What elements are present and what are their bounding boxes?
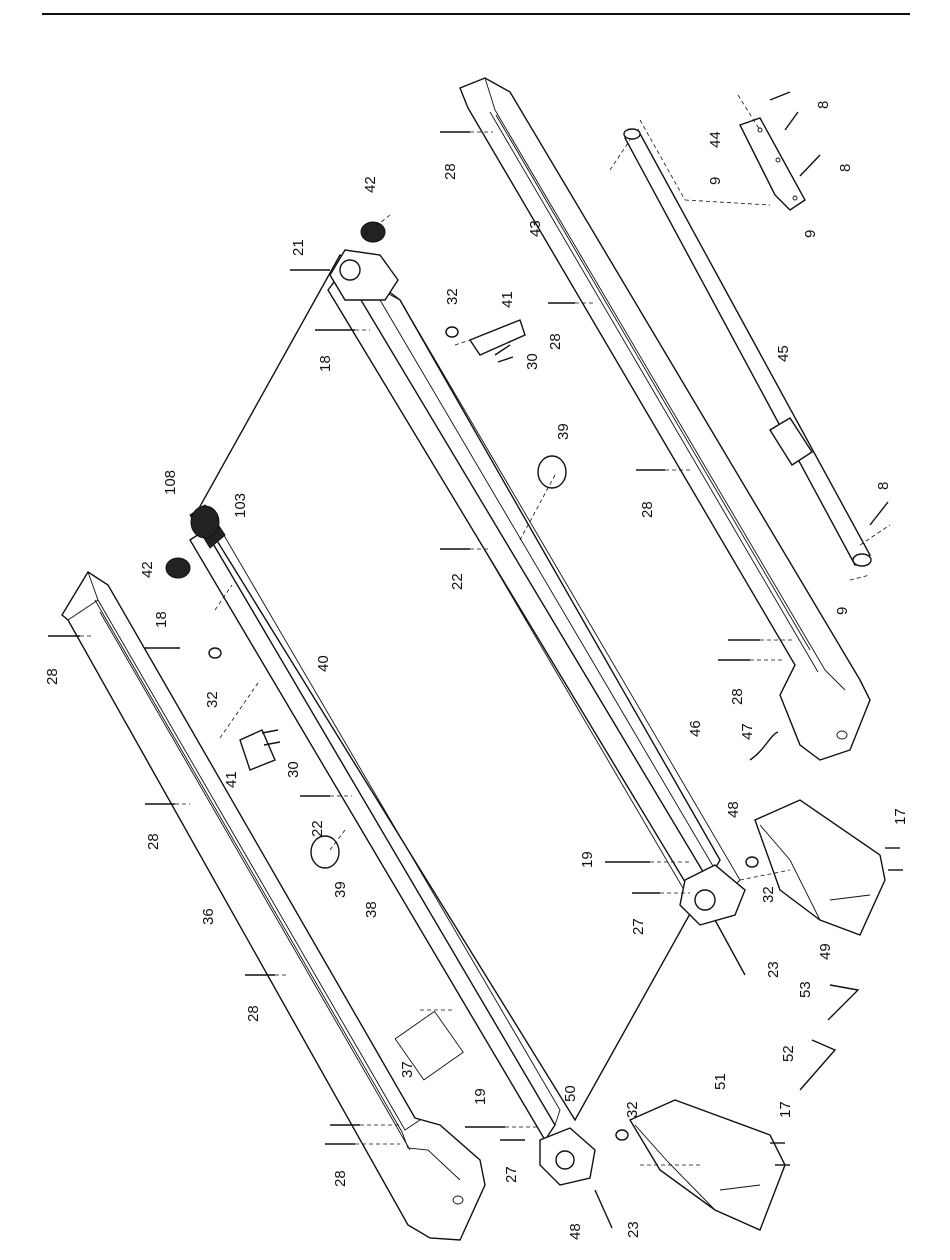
label-40: 40 bbox=[315, 655, 332, 672]
label-17: 17 bbox=[892, 808, 909, 825]
label-42: 42 bbox=[362, 176, 379, 193]
label-30: 30 bbox=[524, 353, 541, 370]
label-45: 45 bbox=[775, 345, 792, 362]
label-108: 108 bbox=[162, 470, 179, 495]
label-51: 51 bbox=[712, 1073, 729, 1090]
wheel-right bbox=[361, 222, 385, 242]
label-37: 37 bbox=[399, 1061, 416, 1078]
label-28: 28 bbox=[44, 668, 61, 685]
label-28: 28 bbox=[729, 688, 746, 705]
label-8: 8 bbox=[875, 482, 892, 490]
label-19: 19 bbox=[579, 851, 596, 868]
label-103: 103 bbox=[232, 493, 249, 518]
label-9: 9 bbox=[707, 177, 724, 185]
label-8: 8 bbox=[837, 164, 854, 172]
label-38: 38 bbox=[363, 901, 380, 918]
label-17: 17 bbox=[777, 1101, 794, 1118]
label-27: 27 bbox=[503, 1166, 520, 1183]
label-21: 21 bbox=[290, 239, 307, 256]
leveling-wires bbox=[800, 985, 858, 1090]
spacer-b bbox=[446, 327, 458, 337]
label-30: 30 bbox=[285, 761, 302, 778]
label-22: 22 bbox=[449, 573, 466, 590]
label-27: 27 bbox=[630, 918, 647, 935]
spacer-d bbox=[616, 1130, 628, 1140]
deck-bracket-a bbox=[240, 730, 275, 770]
rear-roller-bracket bbox=[330, 250, 398, 300]
label-39: 39 bbox=[555, 423, 572, 440]
label-23: 23 bbox=[625, 1221, 642, 1238]
label-32: 32 bbox=[204, 691, 221, 708]
label-41: 41 bbox=[223, 771, 240, 788]
label-41: 41 bbox=[499, 291, 516, 308]
label-42: 42 bbox=[139, 561, 156, 578]
label-9: 9 bbox=[834, 607, 851, 615]
cushion-block-b bbox=[538, 456, 566, 488]
left-end-cap bbox=[540, 1128, 595, 1185]
label-19: 19 bbox=[472, 1088, 489, 1105]
label-43: 43 bbox=[527, 220, 544, 237]
label-28: 28 bbox=[245, 1005, 262, 1022]
axle-bracket bbox=[740, 118, 805, 210]
label-28: 28 bbox=[332, 1170, 349, 1187]
wheel-left bbox=[166, 558, 190, 578]
label-18: 18 bbox=[153, 611, 170, 628]
label-50: 50 bbox=[562, 1085, 579, 1102]
label-48: 48 bbox=[567, 1223, 584, 1240]
label-32: 32 bbox=[760, 886, 777, 903]
label-44: 44 bbox=[707, 131, 724, 148]
label-39: 39 bbox=[332, 881, 349, 898]
label-53: 53 bbox=[797, 981, 814, 998]
label-46: 46 bbox=[687, 720, 704, 737]
label-48: 48 bbox=[725, 801, 742, 818]
label-32: 32 bbox=[624, 1101, 641, 1118]
label-52: 52 bbox=[780, 1045, 797, 1062]
label-28: 28 bbox=[639, 501, 656, 518]
label-28: 28 bbox=[547, 333, 564, 350]
right-foot-cover bbox=[755, 800, 885, 935]
label-23: 23 bbox=[765, 961, 782, 978]
label-22: 22 bbox=[309, 820, 326, 837]
label-32: 32 bbox=[444, 288, 461, 305]
label-47: 47 bbox=[739, 723, 756, 740]
label-28: 28 bbox=[145, 833, 162, 850]
cushion-block-a bbox=[311, 836, 339, 868]
label-18: 18 bbox=[317, 355, 334, 372]
left-foot-cover bbox=[630, 1100, 785, 1230]
label-9: 9 bbox=[802, 230, 819, 238]
spacer-a bbox=[209, 648, 221, 658]
deck-bracket-b bbox=[470, 320, 525, 355]
spacer-c bbox=[746, 857, 758, 867]
label-49: 49 bbox=[817, 943, 834, 960]
label-28: 28 bbox=[442, 163, 459, 180]
label-36: 36 bbox=[200, 908, 217, 925]
label-8: 8 bbox=[815, 101, 832, 109]
